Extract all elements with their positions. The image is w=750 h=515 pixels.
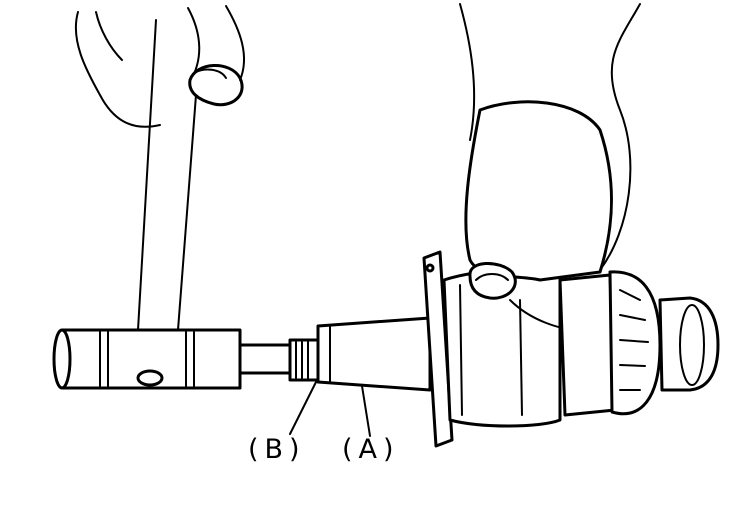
flange	[422, 250, 454, 448]
shaft	[238, 338, 320, 382]
leader-a	[361, 385, 371, 437]
leader-lines	[289, 381, 371, 437]
hammer-handle	[137, 19, 197, 331]
left-hand	[74, 5, 246, 128]
leader-b	[289, 381, 317, 435]
end-collar	[658, 296, 720, 392]
sleeve	[316, 316, 432, 392]
hammer-head	[52, 328, 242, 390]
label-a: (A)	[342, 434, 400, 465]
pinion-gear	[558, 270, 662, 417]
label-b: (B)	[248, 434, 306, 465]
right-hand	[459, 3, 641, 331]
